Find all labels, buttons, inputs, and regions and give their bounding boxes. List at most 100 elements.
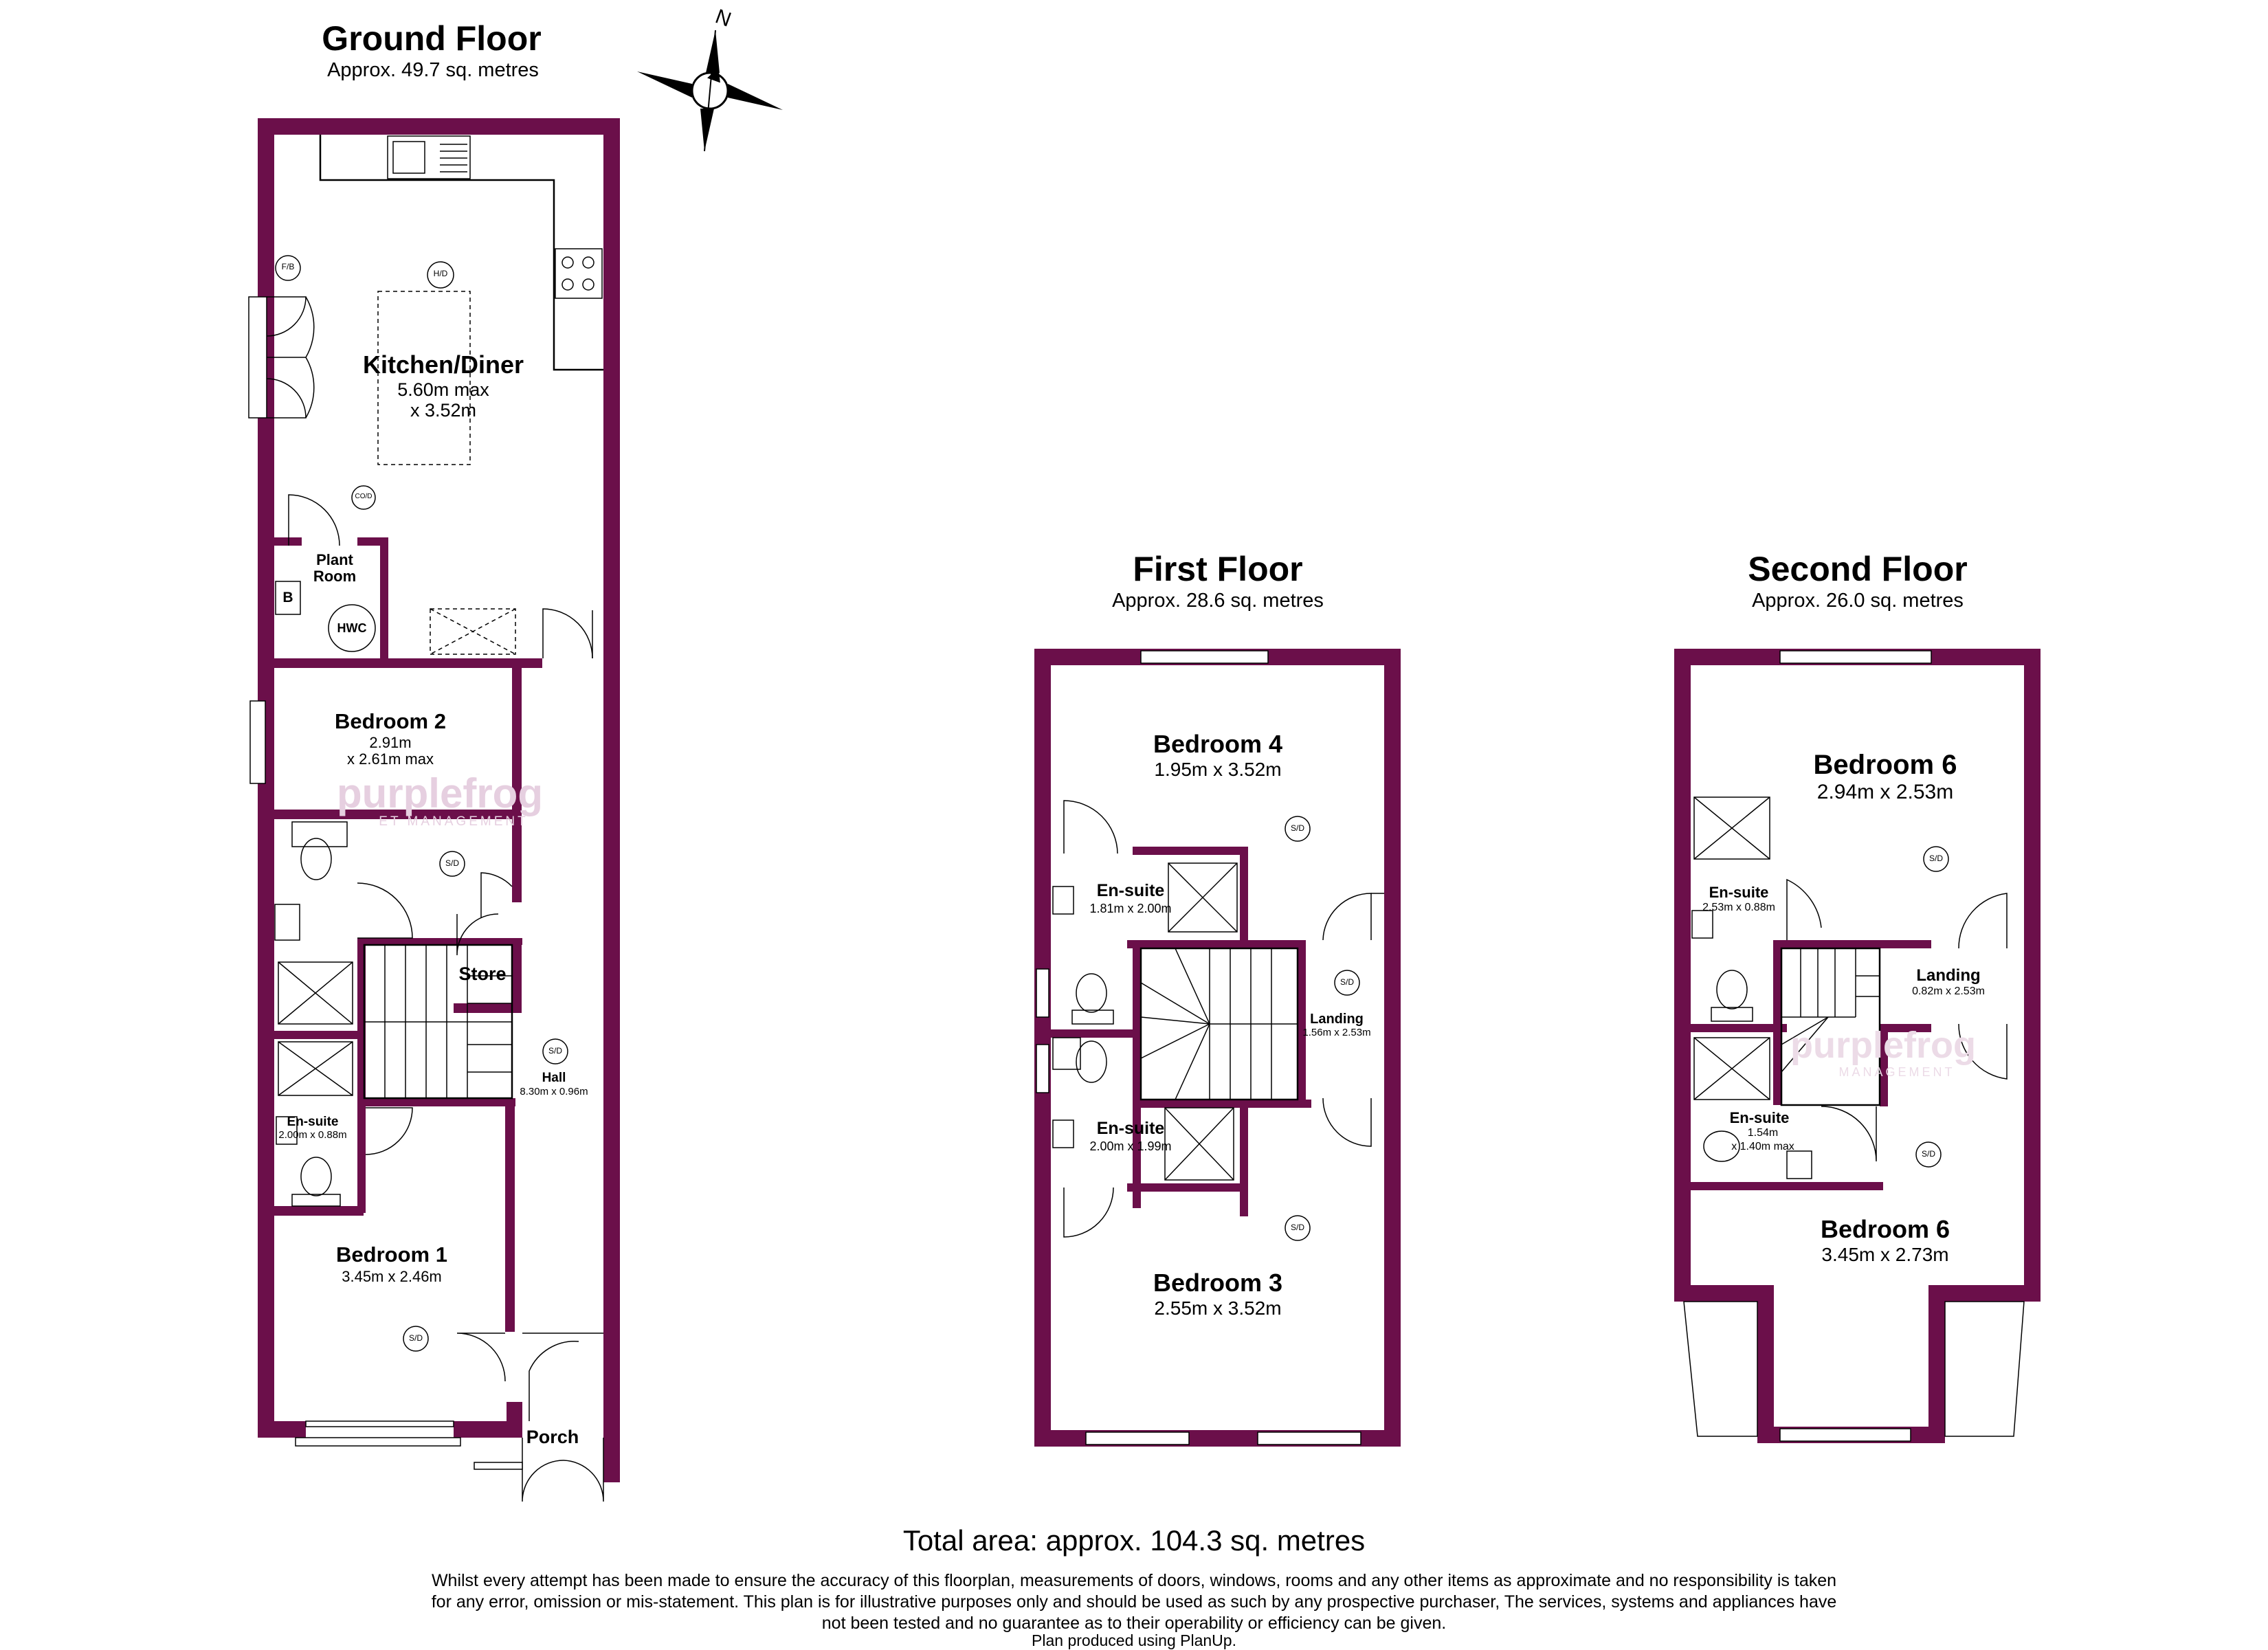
kitchen-worktop bbox=[319, 135, 603, 371]
ground-floor-title: Ground Floor bbox=[322, 19, 542, 58]
sd-label: S/D bbox=[408, 1333, 423, 1343]
bath-shower-tray bbox=[278, 961, 353, 1025]
wall-ensuite1-right bbox=[1240, 847, 1248, 940]
ensuite-toilet bbox=[300, 1157, 332, 1196]
bath-toilet-cistern bbox=[291, 821, 348, 847]
second-floor-title: Second Floor bbox=[1748, 550, 1968, 588]
ff-landing-dim: 1.56m x 2.53m bbox=[1302, 1027, 1371, 1038]
wall-stair-top bbox=[1127, 940, 1306, 948]
landing-door-bottom bbox=[1322, 1097, 1372, 1147]
second-dormer-wall-left bbox=[1757, 1285, 1774, 1443]
wall-sf-stair-left bbox=[1773, 940, 1781, 1105]
ff-ensuite2-dim: 2.00m x 1.99m bbox=[1089, 1139, 1172, 1153]
sf-ensuite1-shower bbox=[1693, 796, 1770, 860]
hall-door-store bbox=[480, 872, 513, 917]
bath-toilet bbox=[300, 838, 332, 880]
wall-sf-stair-top bbox=[1773, 940, 1931, 948]
sf-ensuite2-basin bbox=[1786, 1150, 1812, 1179]
sd-fixture-circle bbox=[403, 1326, 429, 1352]
gf-ensuite-dim: 2.00m x 0.88m bbox=[278, 1129, 347, 1141]
kitchen-name: Kitchen/Diner bbox=[362, 350, 524, 379]
sd-label: S/D bbox=[1928, 854, 1944, 863]
wall-bath-ensuite bbox=[274, 1031, 364, 1039]
wall-stair-right bbox=[1298, 940, 1306, 1108]
sf-ensuite1-door bbox=[1786, 878, 1822, 940]
ensuite-window-1 bbox=[1036, 968, 1049, 1018]
wall-bedroom2-bath bbox=[274, 810, 522, 819]
cod-fixture-circle bbox=[351, 485, 376, 510]
hall-name: Hall bbox=[542, 1071, 566, 1085]
plant-room-door bbox=[288, 494, 340, 546]
wall-ensuite-bedroom1 bbox=[274, 1206, 364, 1216]
sd-label: S/D bbox=[1921, 1149, 1936, 1159]
ensuite1-shower bbox=[1168, 862, 1238, 933]
bedroom1-bay-window bbox=[295, 1437, 461, 1447]
wall-stair-bottom bbox=[1133, 1100, 1311, 1108]
bedroom1-name: Bedroom 1 bbox=[336, 1242, 447, 1267]
bedroom1-window-sill bbox=[305, 1420, 454, 1427]
kitchen-french-door-bottom bbox=[266, 378, 307, 419]
bedroom4-dim: 1.95m x 3.52m bbox=[1154, 759, 1282, 780]
sf-ensuite2-shower bbox=[1693, 1037, 1770, 1100]
sd-fixture-circle bbox=[1334, 970, 1360, 996]
kitchen-dim: 5.60m max bbox=[397, 379, 489, 400]
bedroom3-dim: 2.55m x 3.52m bbox=[1154, 1297, 1282, 1319]
dormer-window-left bbox=[1683, 1301, 1758, 1437]
kitchen-dim: x 3.52m bbox=[410, 400, 477, 421]
porch-front-door-right bbox=[563, 1438, 604, 1502]
bath-door bbox=[357, 882, 413, 939]
gf-ensuite-name: En-suite bbox=[287, 1115, 339, 1129]
kitchen-french-door-top bbox=[266, 296, 307, 337]
disclaimer-line: Whilst every attempt has been made to en… bbox=[431, 1571, 1837, 1590]
bedroom3-window-right bbox=[1257, 1431, 1361, 1445]
store-name: Store bbox=[458, 963, 507, 984]
second-outer-wall-left bbox=[1674, 649, 1691, 1295]
second-staircase bbox=[1780, 947, 1881, 1106]
ensuite2-shower bbox=[1164, 1107, 1234, 1181]
ensuite2-basin bbox=[1052, 1119, 1074, 1148]
sd-label: S/D bbox=[548, 1046, 563, 1056]
kitchen-sink bbox=[387, 135, 471, 179]
wall-store-bottom bbox=[454, 1003, 522, 1013]
hd-label: H/D bbox=[433, 269, 448, 278]
ensuite-window-2 bbox=[1036, 1044, 1049, 1093]
watermark-brand: purplefrog bbox=[1790, 1025, 1976, 1066]
wall-sf-ensuite-divider bbox=[1691, 1024, 1787, 1032]
sd-fixture-circle bbox=[1285, 816, 1311, 842]
sink-bowl bbox=[392, 141, 425, 174]
sf-ensuite2-dim: x 1.40m max bbox=[1731, 1141, 1794, 1152]
second-floor-area: Approx. 26.0 sq. metres bbox=[1752, 590, 1964, 612]
wall-stairs-bottom bbox=[357, 1098, 515, 1106]
sf-ensuite2-name: En-suite bbox=[1729, 1109, 1790, 1126]
hall-door-top bbox=[542, 608, 593, 659]
sf-landing-dim: 0.82m x 2.53m bbox=[1912, 985, 1985, 997]
wall-plant-top-left bbox=[274, 537, 302, 546]
bedroom6-top-window bbox=[1779, 650, 1932, 664]
fb-fixture-circle bbox=[275, 255, 301, 281]
ff-ensuite2-name: En-suite bbox=[1096, 1119, 1165, 1138]
wall-kitchen-bedroom2 bbox=[274, 658, 542, 668]
sf-ensuite1-toilet bbox=[1716, 970, 1748, 1010]
bedroom6-bottom-name: Bedroom 6 bbox=[1820, 1215, 1950, 1243]
bedroom3-name: Bedroom 3 bbox=[1153, 1269, 1283, 1297]
sf-ensuite1-name: En-suite bbox=[1709, 884, 1769, 901]
sf-ensuite1-dim: 2.53m x 0.88m bbox=[1702, 902, 1775, 913]
wall-sf-ensuite2-bottom bbox=[1691, 1182, 1883, 1190]
sf-ensuite2-dim: 1.54m bbox=[1747, 1127, 1779, 1139]
ensuite1-basin bbox=[1052, 886, 1074, 915]
wall-ensuite2-bottom bbox=[1127, 1183, 1248, 1192]
ff-landing-name: Landing bbox=[1310, 1012, 1364, 1027]
dormer-window-right bbox=[1944, 1301, 2025, 1437]
sf-ensuite1-basin bbox=[1691, 910, 1713, 939]
sf-ensuite2-door bbox=[1821, 1106, 1877, 1162]
ensuite-door bbox=[365, 1107, 413, 1155]
watermark-brand: purplefrog bbox=[337, 770, 543, 816]
sd-fixture-circle bbox=[1915, 1141, 1942, 1168]
bath-basin bbox=[274, 904, 300, 941]
fb-label: F/B bbox=[281, 262, 295, 271]
porch-name: Porch bbox=[526, 1427, 579, 1447]
plant-room-name: Plant bbox=[316, 551, 353, 568]
disclaimer-line: Plan produced using PlanUp. bbox=[1032, 1631, 1236, 1649]
sd-fixture-circle bbox=[542, 1038, 568, 1064]
